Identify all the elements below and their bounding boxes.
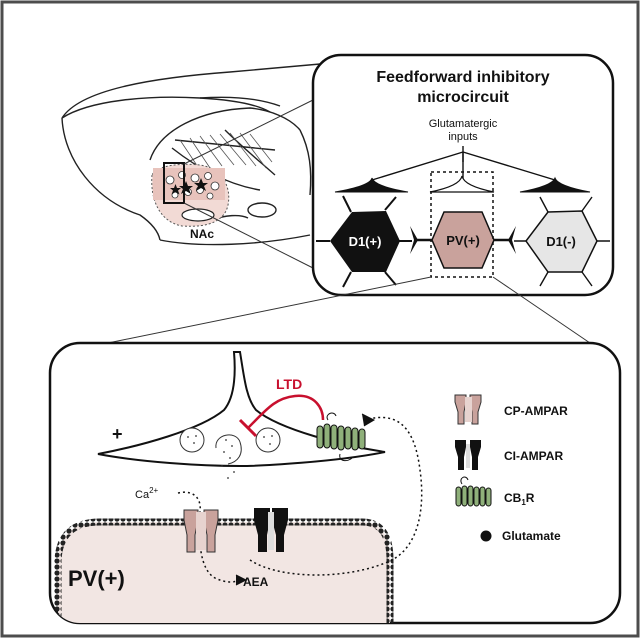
callout-line-left: [107, 276, 432, 344]
legend-cb1r: CB1R: [504, 491, 535, 507]
terminal-d1-pos: [334, 177, 409, 193]
pv-pos-label: PV(+): [446, 233, 480, 248]
vesicles: [179, 427, 281, 465]
cb1r-tail-bottom: [339, 453, 353, 462]
cb1r-tail-top: [326, 412, 337, 421]
aea-label: AEA: [243, 575, 269, 589]
terminal-d1-neg: [519, 176, 591, 193]
legend-glutamate-dot: [480, 530, 492, 542]
ltd-label: LTD: [276, 376, 302, 392]
cp-ampar-membrane: [183, 509, 219, 553]
pv-zoom-box: [430, 171, 494, 278]
pv-cell-label: PV(+): [68, 566, 125, 591]
callout-line-bottom: [183, 202, 314, 269]
glutamatergic-input-lines: [371, 146, 556, 181]
legend-cb1r-icon: [455, 485, 492, 507]
ca-label: Ca2+: [135, 486, 159, 501]
d1-pos-label: D1(+): [349, 234, 382, 249]
callout-line-top: [183, 99, 314, 165]
d1-positive-neuron: D1(+): [316, 195, 412, 288]
aea-arrowhead: [361, 413, 376, 427]
ltd-bar: [238, 418, 258, 438]
ltd-arrow: [247, 394, 325, 429]
vesicle-dots: [187, 435, 273, 479]
ci-ampar-membrane: [254, 508, 288, 552]
zoom-box: [163, 162, 185, 204]
nac-label: NAc: [190, 227, 214, 241]
callout-line-right: [492, 276, 591, 344]
cb1r-receptor: [316, 423, 366, 451]
legend-cp-ampar-icon: [454, 394, 482, 425]
d1-negative-neuron: D1(-): [514, 196, 610, 287]
d1-neg-label: D1(-): [546, 234, 576, 249]
anterior-commissure: [181, 208, 215, 222]
presynaptic-terminal: [97, 351, 386, 468]
ca-arrowhead: [235, 574, 248, 586]
pv-neuron: PV(+): [410, 211, 516, 269]
legend-cp-ampar: CP-AMPAR: [504, 404, 568, 418]
legend-glutamate: Glutamate: [502, 529, 561, 543]
legend: CP-AMPAR CI-AMPAR CB1R Glutamate: [454, 394, 568, 543]
microcircuit-title-line1: Feedforward inhibitory: [376, 69, 549, 86]
inputs-label-line2: inputs: [448, 131, 478, 143]
legend-cb1r-tail: [460, 476, 469, 485]
plus-sign: +: [112, 424, 123, 444]
legend-ci-ampar: CI-AMPAR: [504, 449, 563, 463]
microcircuit-title-line2: microcircuit: [417, 89, 509, 106]
terminal-pv: [429, 175, 495, 193]
nac-star-cells: [170, 178, 208, 195]
legend-ci-ampar-icon: [455, 440, 481, 470]
inputs-label-line1: Glutamatergic: [429, 118, 498, 130]
aea-retrograde-path: [249, 416, 423, 576]
ca-influx-path: [177, 491, 241, 583]
